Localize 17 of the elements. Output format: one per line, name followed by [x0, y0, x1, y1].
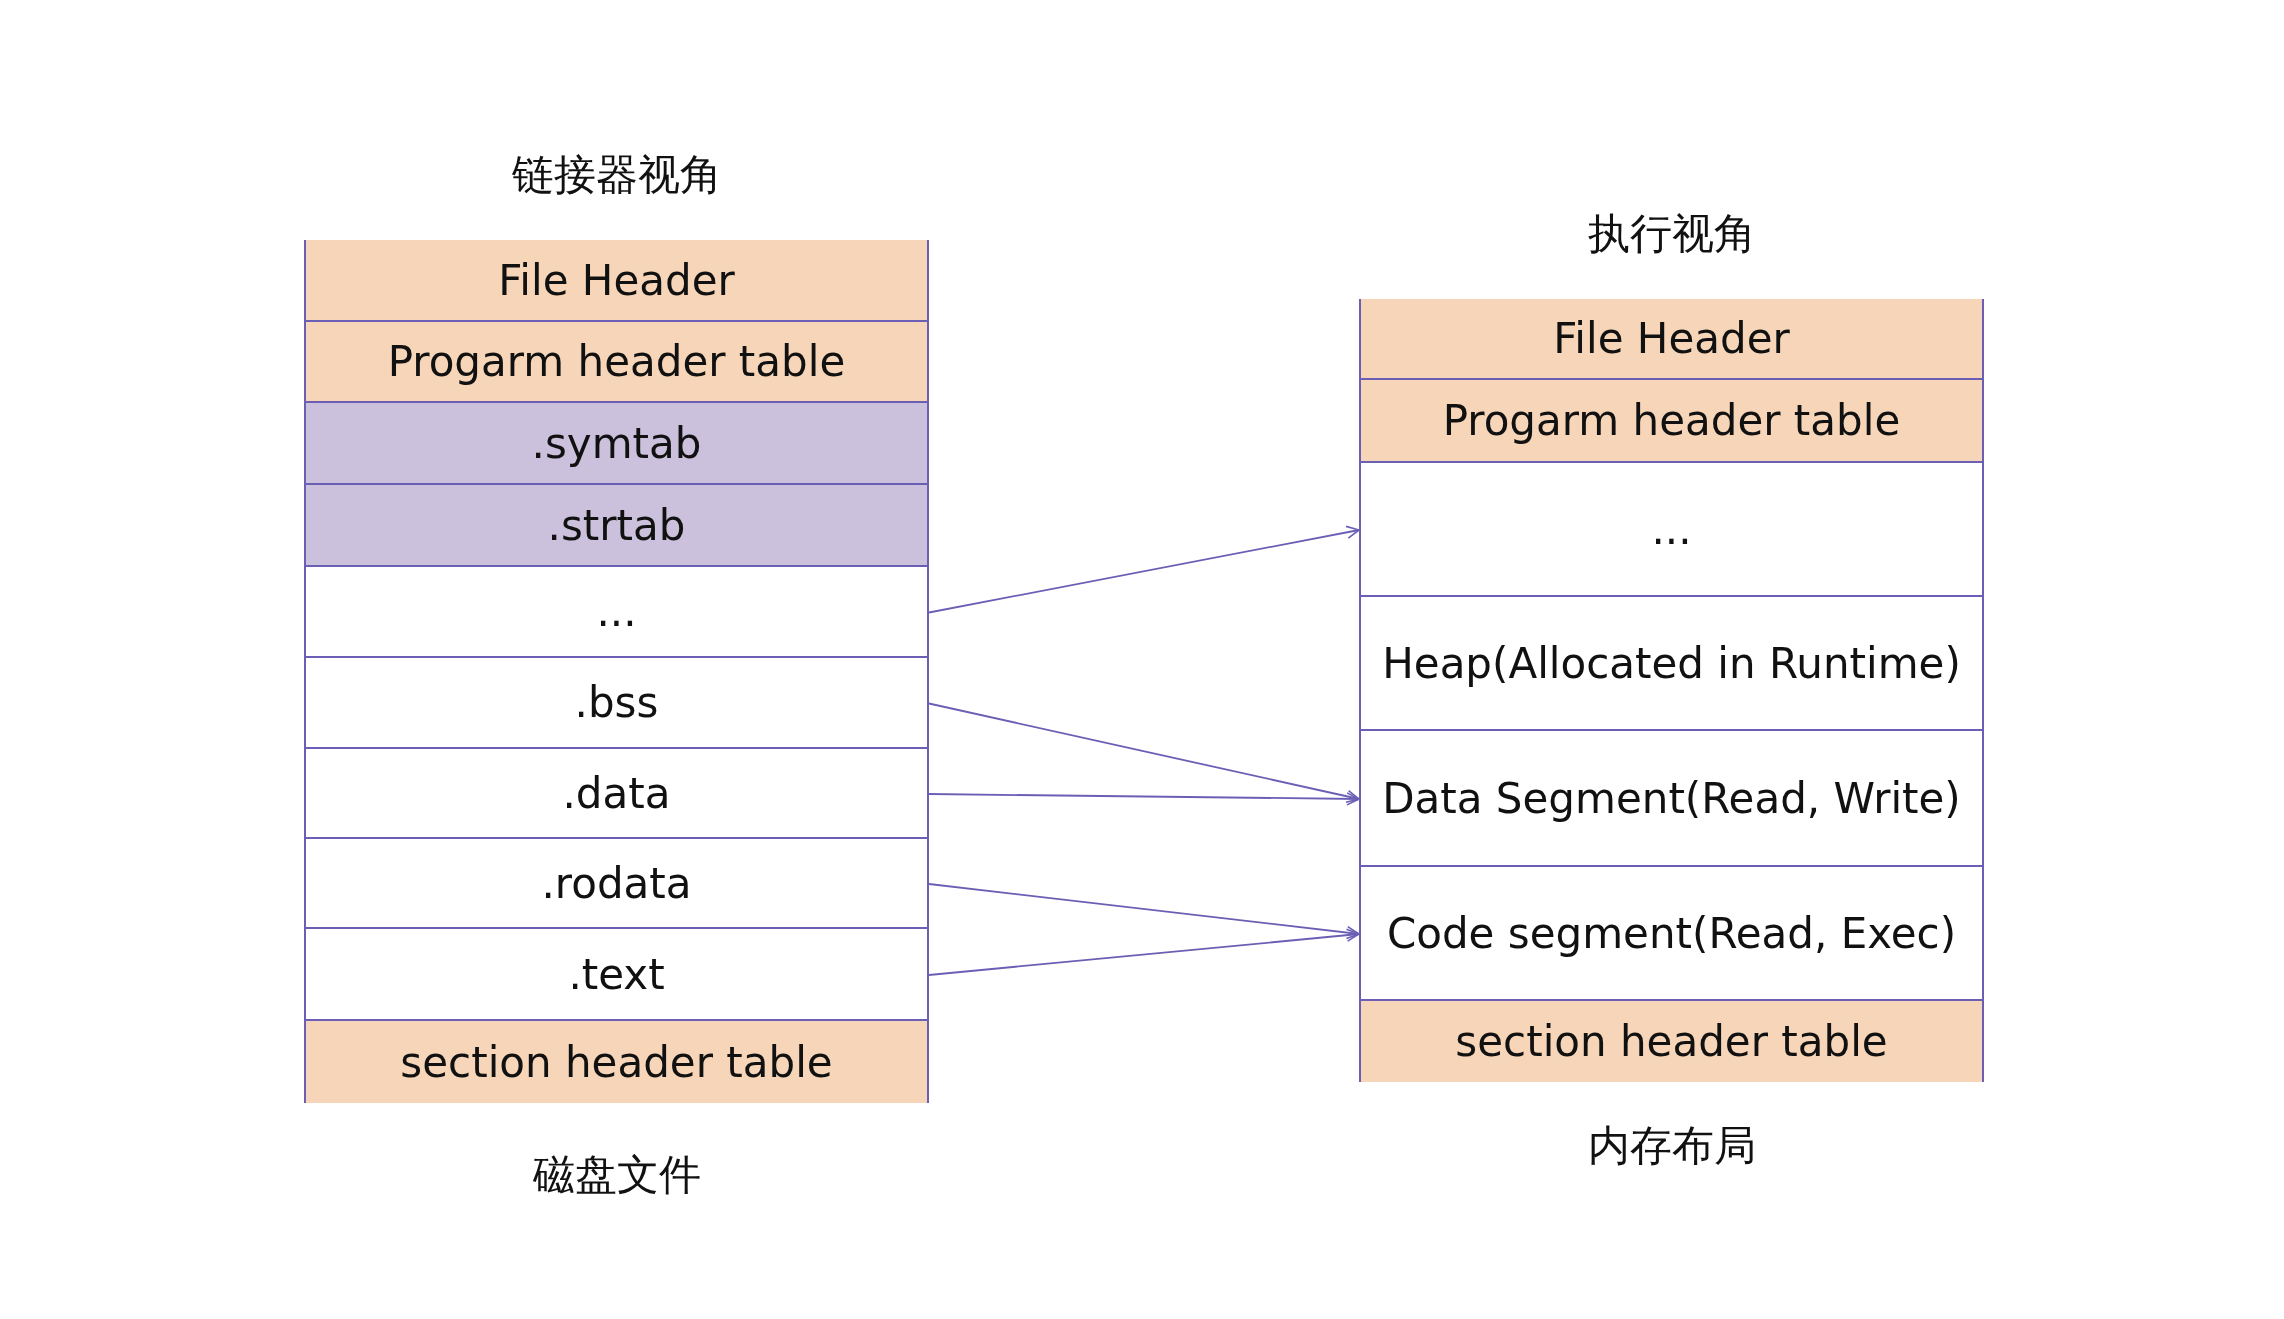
column-heading: 链接器视角 — [511, 150, 722, 199]
arrow — [928, 525, 1360, 614]
column-caption: 内存布局 — [1587, 1121, 1756, 1170]
section-row: .strtab — [306, 485, 927, 567]
arrow — [928, 928, 1360, 976]
section-row: File Header — [1361, 299, 1982, 380]
section-row: section header table — [306, 1021, 927, 1103]
section-row: .symtab — [306, 403, 927, 485]
column-caption: 磁盘文件 — [532, 1150, 701, 1199]
arrow — [928, 883, 1360, 940]
section-row: Progarm header table — [1361, 380, 1982, 463]
arrow — [928, 702, 1360, 804]
arrow — [928, 792, 1360, 806]
section-row: section header table — [1361, 1001, 1982, 1082]
column-heading: 执行视角 — [1587, 209, 1756, 258]
section-row: Progarm header table — [306, 322, 927, 403]
section-row: File Header — [306, 240, 927, 322]
